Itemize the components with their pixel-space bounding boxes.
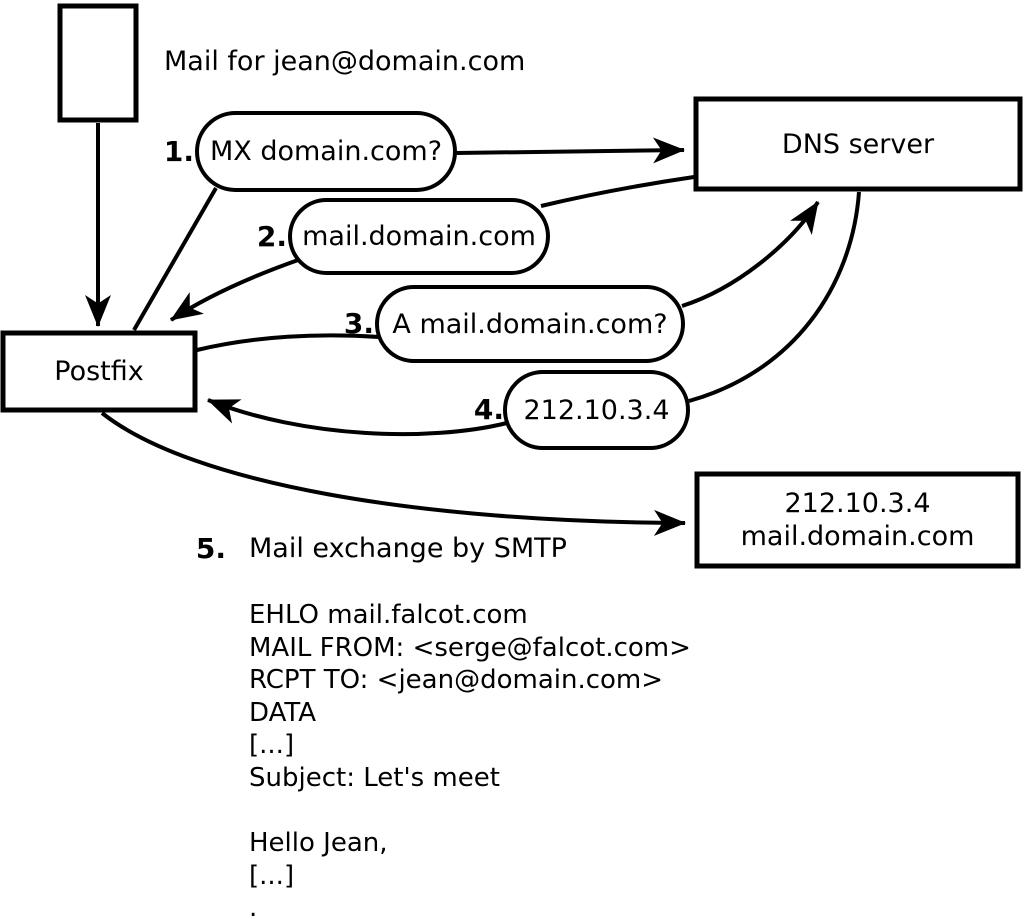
mail-server-label: 212.10.3.4 mail.domain.com [740,488,975,552]
smtp-session-text: EHLO mail.falcot.com MAIL FROM: <serge@f… [249,600,691,919]
arrow-query1-to-dns [455,137,685,164]
arrow-query3-to-dns [681,200,820,308]
mail-server-box [694,471,1021,569]
query1-pill [195,111,457,192]
postfix-box [0,330,198,413]
query3-pill [375,285,685,363]
query3-label: A mail.domain.com? [392,308,668,340]
postfix-label: Postfix [54,356,144,387]
arrow-reply4-to-postfix [207,398,508,437]
line-dns-to-reply2 [540,175,695,208]
line-postfix-to-query3 [196,333,380,352]
dns-server-box [693,96,1023,192]
reply4-label: 212.10.3.4 [523,394,670,426]
line-dns-to-reply4 [688,191,861,403]
dns-server-label: DNS server [781,128,935,160]
step-number-5: 5. [195,532,226,565]
arrow-postfix-to-mail-server [100,411,686,536]
query1-label: MX domain.com? [209,136,443,167]
reply2-label: mail.domain.com [302,221,536,252]
step-number-3: 3. [343,307,374,340]
step-number-2: 2. [256,220,287,253]
reply2-pill [288,198,550,275]
reply4-pill [503,370,690,450]
step-number-1: 1. [163,135,194,168]
arrow-reply2-to-postfix [169,257,302,322]
step5-caption: Mail exchange by SMTP [249,533,567,564]
line-postfix-to-query1 [132,186,218,332]
diagram-title: Mail for jean@domain.com [164,46,526,77]
mail-message-icon [57,3,139,123]
step-number-4: 4. [473,393,504,426]
